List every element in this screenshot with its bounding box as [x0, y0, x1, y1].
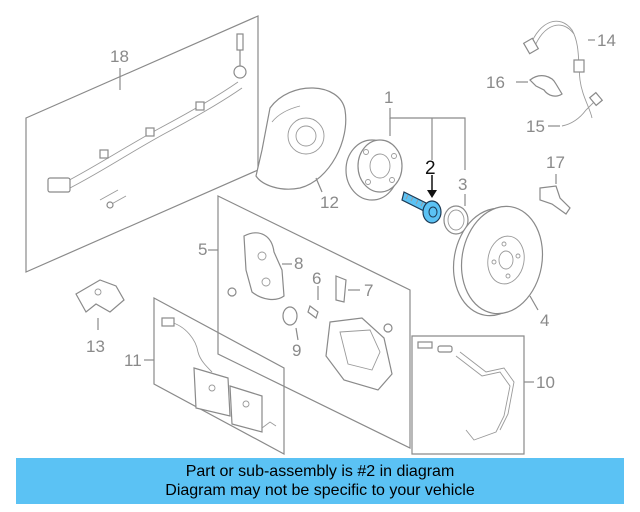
- callout-6: 6: [312, 269, 321, 288]
- part-13-caliper-bracket: [75, 279, 125, 330]
- caption-banner: Part or sub-assembly is #2 in diagram Di…: [16, 458, 624, 504]
- callout-15: 16: [486, 73, 505, 92]
- callout-12: 12: [320, 193, 339, 212]
- caption-line-2: Diagram may not be specific to your vehi…: [165, 482, 475, 499]
- callout-7: 7: [364, 281, 373, 300]
- callout-9: 9: [292, 341, 301, 360]
- callout-1: 1: [384, 88, 393, 107]
- parts-diagram: 1 2 3 4 5 6 7 8 9 10 11 12 13 14 16 15 1…: [25, 15, 616, 455]
- part-4-brake-rotor: [452, 205, 544, 317]
- part-12-splash-shield: [255, 87, 347, 193]
- part-2-hub-bolt: [401, 175, 442, 224]
- callout-2: 2: [425, 158, 436, 179]
- callout-13: 13: [86, 337, 105, 356]
- part-17-sensor-bracket: [539, 174, 571, 215]
- callout-17: 17: [546, 153, 565, 172]
- part-10-hardware-panel: [411, 335, 534, 455]
- callout-18: 18: [110, 47, 129, 66]
- callout-3: 3: [458, 175, 467, 194]
- caption-line-1: Part or sub-assembly is #2 in diagram: [185, 463, 455, 480]
- part-14-brake-hose: [522, 20, 595, 119]
- part-18-wheel-speed-sensor-panel: [25, 15, 259, 273]
- callout-5: 5: [198, 240, 207, 259]
- callout-8: 8: [294, 254, 303, 273]
- part-11-brake-pads-panel: [144, 296, 285, 455]
- part-1-wheel-hub: [345, 108, 466, 201]
- callout-10: 10: [536, 373, 555, 392]
- callout-15b: 15: [526, 117, 545, 136]
- callout-4: 4: [540, 311, 549, 330]
- callout-11: 11: [124, 351, 142, 370]
- part-15-brake-line: [548, 91, 604, 127]
- part-5-caliper-panel: [208, 195, 411, 449]
- part-16-hose-bracket: [516, 75, 563, 97]
- part-3-seal-ring: [443, 194, 469, 235]
- callout-14: 14: [597, 31, 616, 50]
